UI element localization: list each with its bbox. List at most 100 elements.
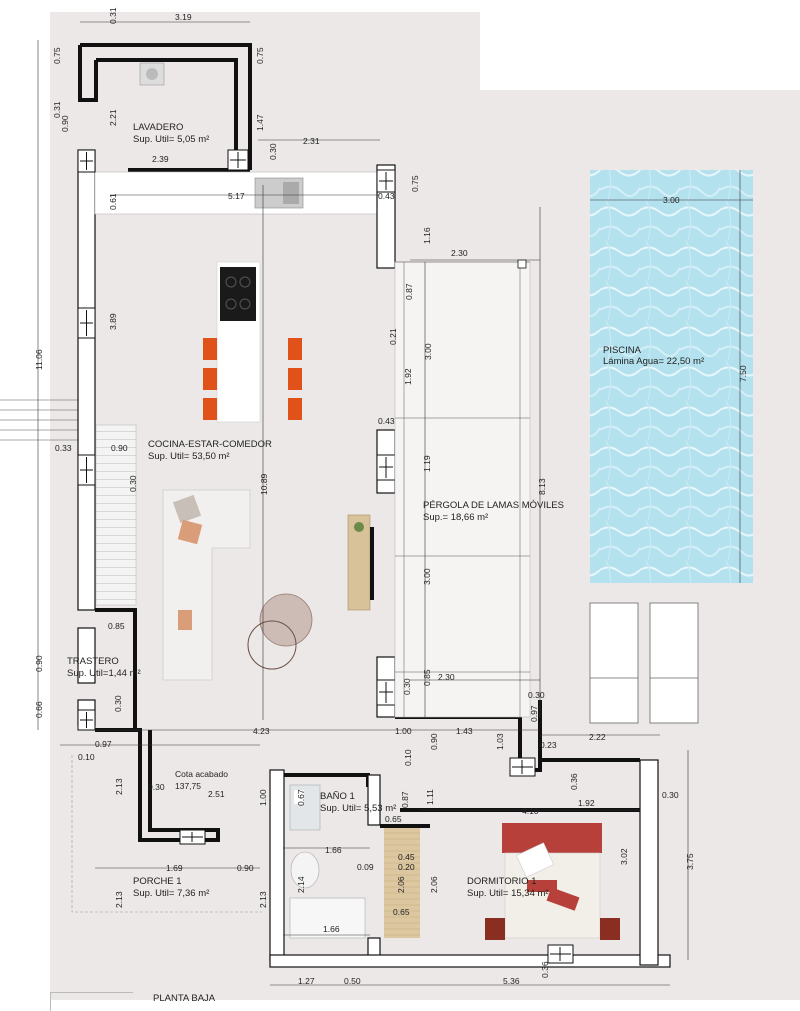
room-labels: LAVADERO Sup. Util= 5,05 m² COCINA-ESTAR… xyxy=(67,122,704,899)
dim-text: 1.00 xyxy=(395,726,412,736)
dim-text: 1.16 xyxy=(422,227,432,244)
dim-text: 0.85 xyxy=(108,621,125,631)
room-name-piscina: PISCINA xyxy=(603,345,642,356)
dining-chairs xyxy=(203,338,302,420)
room-name-dormitorio: DORMITORIO 1 xyxy=(467,876,537,887)
plan-title: PLANTA BAJA xyxy=(153,993,216,1004)
dim-text: 8.13 xyxy=(537,478,547,495)
dim-text: 0.23 xyxy=(540,740,557,750)
dim-text: 2.30 xyxy=(451,248,468,258)
room-area-bano: Sup. Util= 5,53 m² xyxy=(320,803,396,814)
dim-text: 1.47 xyxy=(255,114,265,131)
lavadero-floor xyxy=(95,45,250,170)
round-tables xyxy=(247,593,313,670)
dim-text: 1.19 xyxy=(422,455,432,472)
room-area-piscina: Lámina Agua= 22,50 m² xyxy=(603,356,704,367)
dim-text: 0.36 xyxy=(569,773,579,790)
dim-text: 1.69 xyxy=(166,863,183,873)
dim-text: 1.27 xyxy=(298,976,315,986)
dim-text: 3.02 xyxy=(619,848,629,865)
outside-left xyxy=(0,390,50,690)
dim-text: 0.30 xyxy=(268,143,278,160)
dim-text: 7.50 xyxy=(738,365,748,382)
room-area-dormitorio: Sup. Util= 15,34 m² xyxy=(467,888,549,899)
dim-text: 2.21 xyxy=(108,109,118,126)
room-name-cocina: COCINA-ESTAR-COMEDOR xyxy=(148,439,272,450)
dim-text: 0.87 xyxy=(404,283,414,300)
sofa xyxy=(162,489,251,681)
staircase xyxy=(95,424,137,606)
dim-text: 0.36 xyxy=(540,961,550,978)
dim-text: 0.30 xyxy=(662,790,679,800)
dim-text: 0.90 xyxy=(429,733,439,750)
dim-text: 2.14 xyxy=(296,876,306,893)
dim-text: 0.30 xyxy=(528,690,545,700)
dim-text: 0.61 xyxy=(108,193,118,210)
dim-text: 1.66 xyxy=(323,924,340,934)
dim-text: 0.30 xyxy=(128,475,138,492)
dim-text: 4.10 xyxy=(522,806,539,816)
room-name-pergola: PÉRGOLA DE LAMAS MÓVILES xyxy=(423,500,564,511)
dim-text: 1.66 xyxy=(325,845,342,855)
room-name-bano: BAÑO 1 xyxy=(320,791,355,802)
dim-text: 0.66 xyxy=(34,701,44,718)
porch-outline xyxy=(71,755,262,913)
wood-strip xyxy=(384,828,420,938)
dim-text: 0.30 xyxy=(113,695,123,712)
dim-text: 2.06 xyxy=(396,876,406,893)
dim-text: 0.45 xyxy=(398,852,415,862)
sun-loungers xyxy=(589,602,699,724)
room-area-lavadero: Sup. Util= 5,05 m² xyxy=(133,134,209,145)
dim-text: 5.17 xyxy=(228,191,245,201)
dim-text: 0.31 xyxy=(108,7,118,24)
cota-label: Cota acabado xyxy=(175,769,228,779)
dim-text: 0.75 xyxy=(52,47,62,64)
dim-text: 2.06 xyxy=(429,876,439,893)
dim-text: 2.13 xyxy=(258,891,268,908)
dim-text: 0.10 xyxy=(403,749,413,766)
dim-text: 2.13 xyxy=(114,891,124,908)
dim-text: 0.50 xyxy=(344,976,361,986)
room-area-cocina: Sup. Util= 53,50 m² xyxy=(148,451,230,462)
dim-text: 10.89 xyxy=(259,473,269,495)
dim-text: 0.65 xyxy=(393,907,410,917)
dim-text: 2.51 xyxy=(208,789,225,799)
dim-text: 0.67 xyxy=(296,789,306,806)
room-area-porche: Sup. Util= 7,36 m² xyxy=(133,888,209,899)
dim-text: 3.19 xyxy=(175,12,192,22)
kitchen-counter xyxy=(94,171,378,215)
room-area-trastero: Sup. Util=1,44 m² xyxy=(67,668,141,679)
dim-text: 0.09 xyxy=(357,862,374,872)
dim-text: 0.90 xyxy=(237,863,254,873)
dim-text: 1.92 xyxy=(578,798,595,808)
dim-text: 0.90 xyxy=(111,443,128,453)
dimension-texts: 3.19 2.31 2.39 5.17 0.43 2.30 3.00 0.43 … xyxy=(55,12,680,986)
dim-text: 0.10 xyxy=(78,752,95,762)
dim-text: 1.11 xyxy=(425,789,435,805)
dim-text: 3.75 xyxy=(685,853,695,870)
title-box xyxy=(50,992,133,1011)
dim-text: 11.06 xyxy=(34,349,44,370)
dim-text: 2.30 xyxy=(438,672,455,682)
dim-text: 2.13 xyxy=(114,778,124,795)
bathroom-fixtures xyxy=(289,784,366,939)
dim-text: 1.92 xyxy=(403,368,413,385)
dim-text: 0.87 xyxy=(400,791,410,808)
pergola-area xyxy=(347,259,531,718)
window-markers xyxy=(77,149,574,964)
dim-text: 3.00 xyxy=(422,568,432,585)
dim-text: 4.23 xyxy=(253,726,270,736)
dim-text: 0.65 xyxy=(385,814,402,824)
vertical-dimension-texts: 0.31 0.75 0.75 0.31 0.90 2.21 1.47 0.30 … xyxy=(34,7,748,978)
cota-value: 137,75 xyxy=(175,781,201,791)
dim-text: 2.31 xyxy=(303,136,320,146)
dim-text: 0.97 xyxy=(529,705,539,722)
room-name-porche: PORCHE 1 xyxy=(133,876,182,887)
dim-text: 0.30 xyxy=(148,782,165,792)
room-name-lavadero: LAVADERO xyxy=(133,122,183,133)
dim-text: 3.00 xyxy=(423,343,433,360)
dim-text: 3.00 xyxy=(663,195,680,205)
dim-text: 2.22 xyxy=(589,732,606,742)
pool xyxy=(590,170,753,583)
